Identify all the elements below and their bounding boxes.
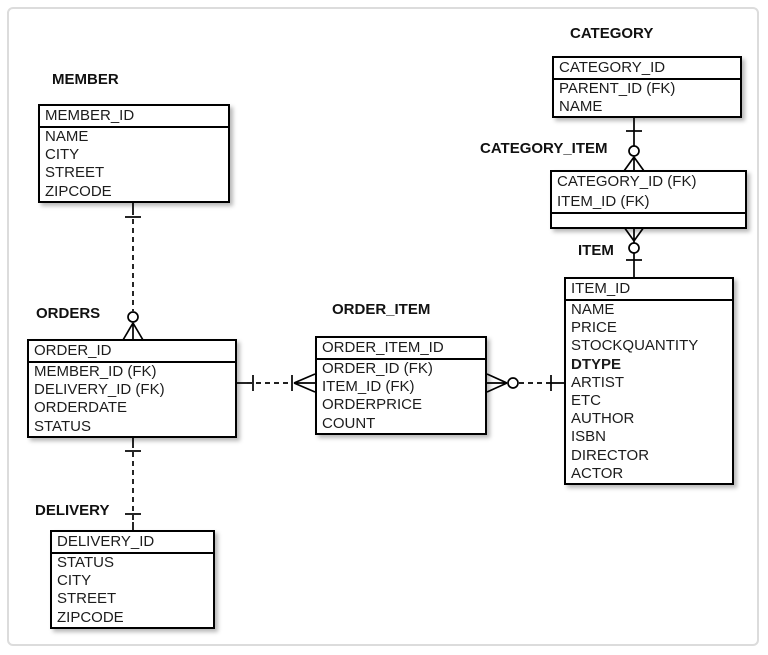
relationship-orders-delivery	[125, 436, 141, 531]
attr-section: NAME PRICE STOCKQUANTITY DTYPE ARTIST ET…	[566, 301, 732, 483]
relationship-member-orders	[122, 201, 144, 341]
column-row: ORDER_ID	[34, 342, 112, 359]
attr-section: ORDER_ID (FK) ITEM_ID (FK) ORDERPRICE CO…	[317, 360, 485, 433]
column-row: ORDER_ITEM_ID	[322, 339, 444, 356]
attr-section-empty	[552, 214, 745, 227]
entity-title-member: MEMBER	[52, 71, 119, 88]
column-row: ITEM_ID (FK)	[322, 378, 415, 396]
entity-category-item: CATEGORY_ID (FK) ITEM_ID (FK)	[550, 170, 747, 229]
column-row: ITEM_ID (FK)	[557, 193, 650, 210]
pk-section: MEMBER_ID	[40, 106, 228, 128]
attr-section: NAME CITY STREET ZIPCODE	[40, 128, 228, 201]
relationship-order-item-item	[486, 373, 565, 393]
column-row: PARENT_ID (FK)	[559, 80, 676, 97]
column-row: DIRECTOR	[571, 446, 650, 464]
relationship-category-item-item	[623, 226, 645, 278]
column-row: NAME	[45, 128, 89, 145]
entity-delivery: DELIVERY_ID STATUS CITY STREET ZIPCODE	[50, 530, 215, 629]
column-row: STOCKQUANTITY	[571, 337, 699, 355]
column-row: CITY	[45, 146, 80, 164]
column-row: ZIPCODE	[57, 608, 124, 626]
pk-section: ITEM_ID	[566, 279, 732, 301]
column-row: MEMBER_ID (FK)	[34, 363, 157, 380]
entity-title-category: CATEGORY	[570, 25, 654, 42]
column-row: DELIVERY_ID	[57, 533, 155, 550]
entity-orders: ORDER_ID MEMBER_ID (FK) DELIVERY_ID (FK)…	[27, 339, 237, 438]
column-row: ORDERPRICE	[322, 396, 423, 414]
column-row: ETC	[571, 392, 601, 410]
entity-title-order-item: ORDER_ITEM	[332, 301, 431, 318]
column-row: ISBN	[571, 428, 607, 446]
attr-section: STATUS CITY STREET ZIPCODE	[52, 554, 213, 627]
column-row: ORDER_ID (FK)	[322, 360, 433, 377]
column-row: ORDERDATE	[34, 399, 128, 417]
column-row: CATEGORY_ID	[559, 59, 666, 76]
column-row: STATUS	[57, 554, 114, 571]
diagram-frame-border	[7, 7, 759, 646]
column-row: DELIVERY_ID (FK)	[34, 381, 165, 399]
entity-member: MEMBER_ID NAME CITY STREET ZIPCODE	[38, 104, 230, 203]
column-row: MEMBER_ID	[45, 107, 135, 124]
column-row: CATEGORY_ID (FK)	[557, 173, 697, 190]
attr-section: PARENT_ID (FK) NAME	[554, 80, 740, 116]
column-row: STATUS	[34, 417, 91, 435]
column-row: NAME	[559, 98, 603, 116]
pk-section: ORDER_ID	[29, 341, 235, 363]
entity-title-category-item: CATEGORY_ITEM	[480, 140, 608, 157]
column-row: STREET	[45, 164, 105, 182]
column-row: STREET	[57, 590, 117, 608]
column-row: ZIPCODE	[45, 182, 112, 200]
column-row: ACTOR	[571, 464, 624, 482]
column-row: NAME	[571, 301, 615, 318]
column-row: ARTIST	[571, 373, 625, 391]
entity-item: ITEM_ID NAME PRICE STOCKQUANTITY DTYPE A…	[564, 277, 734, 486]
column-row: COUNT	[322, 414, 376, 432]
entity-category: CATEGORY_ID PARENT_ID (FK) NAME	[552, 56, 742, 119]
column-row-dtype: DTYPE	[571, 355, 622, 373]
pk-section: ORDER_ITEM_ID	[317, 338, 485, 360]
entity-order-item: ORDER_ITEM_ID ORDER_ID (FK) ITEM_ID (FK)…	[315, 336, 487, 435]
column-row: AUTHOR	[571, 410, 635, 428]
column-row: PRICE	[571, 319, 617, 337]
relationship-orders-order-item	[237, 373, 316, 393]
pk-section: CATEGORY_ID	[554, 58, 740, 80]
entity-title-orders: ORDERS	[36, 305, 101, 322]
attr-section: MEMBER_ID (FK) DELIVERY_ID (FK) ORDERDAT…	[29, 363, 235, 436]
entity-title-item: ITEM	[578, 242, 614, 259]
pk-section: CATEGORY_ID (FK) ITEM_ID (FK)	[552, 172, 745, 214]
column-row: CITY	[57, 572, 92, 590]
relationship-category-category-item	[623, 116, 645, 172]
pk-section: DELIVERY_ID	[52, 532, 213, 554]
column-row: ITEM_ID	[571, 280, 631, 297]
entity-title-delivery: DELIVERY	[35, 502, 110, 519]
